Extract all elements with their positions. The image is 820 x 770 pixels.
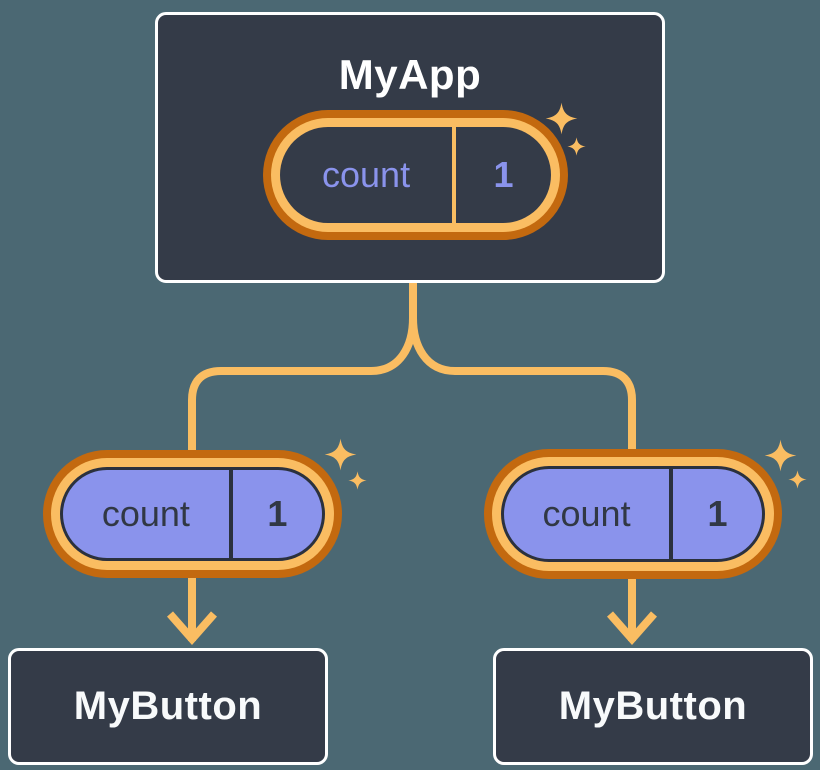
- prop-name: count: [101, 493, 190, 534]
- state-value: 1: [493, 154, 514, 195]
- prop-pill-body: count 1: [60, 467, 325, 561]
- sparkle-icon: [567, 137, 586, 156]
- prop-value: 1: [267, 493, 288, 534]
- prop-value: 1: [707, 493, 728, 534]
- pill-divider: [669, 469, 674, 559]
- sparkle-icon: [348, 471, 367, 490]
- sparkle-icon: [764, 439, 797, 472]
- branch-line-right: [409, 281, 636, 641]
- arrow-down-icon: [166, 611, 218, 646]
- pill-divider: [452, 127, 457, 223]
- state-pill-body: count 1: [280, 127, 551, 223]
- prop-pill-right: count 1: [484, 449, 782, 579]
- prop-pill-body: count 1: [501, 466, 765, 562]
- arrow-down-icon: [606, 611, 658, 646]
- prop-pill-left: count 1: [43, 450, 342, 578]
- pill-divider: [228, 470, 233, 558]
- prop-pill-ring: count 1: [51, 458, 334, 570]
- sparkle-icon: [788, 470, 807, 489]
- component-title: MyButton: [558, 684, 748, 728]
- state-pill-ring: count 1: [271, 118, 560, 232]
- state-name: count: [322, 154, 411, 195]
- component-card-child-right: MyButton: [493, 648, 813, 765]
- sparkle-icon: [545, 102, 578, 135]
- prop-pill-ring: count 1: [492, 457, 774, 571]
- component-card-child-left: MyButton: [8, 648, 328, 765]
- prop-name: count: [542, 493, 631, 534]
- component-title: MyApp: [338, 51, 482, 98]
- sparkle-icon: [324, 438, 357, 471]
- component-title: MyButton: [73, 684, 263, 728]
- state-pill: count 1: [263, 110, 568, 240]
